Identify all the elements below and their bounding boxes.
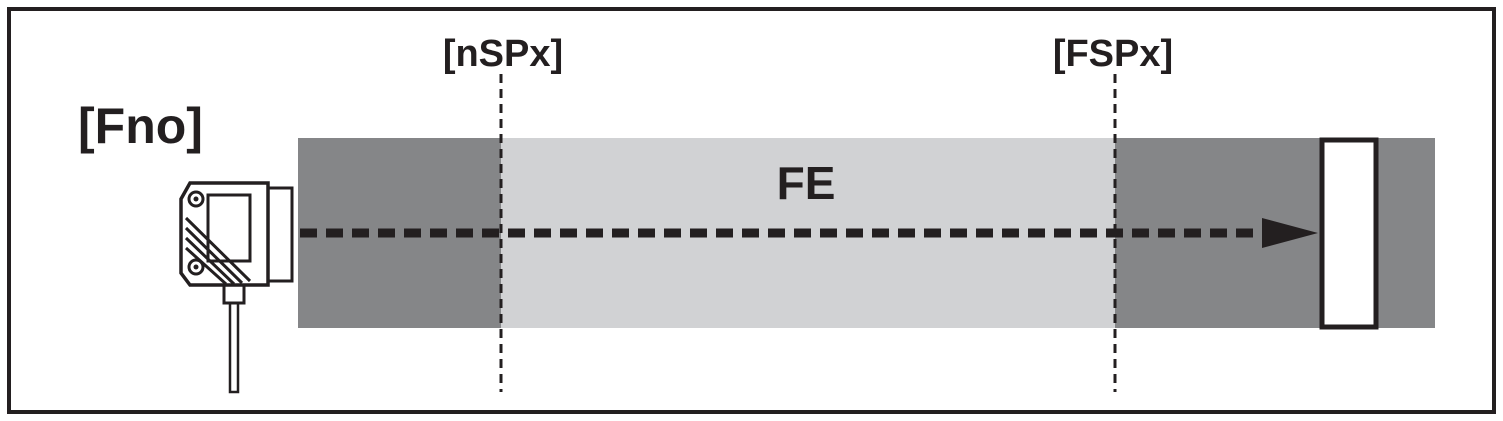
near-setpoint-label: [nSPx] (443, 33, 563, 75)
mode-label: [Fno] (78, 98, 203, 154)
light-beam-arrow-icon (300, 218, 1318, 248)
target-object-icon (1319, 137, 1379, 330)
photoelectric-sensor-icon (179, 181, 294, 394)
far-setpoint-label: [FSPx] (1053, 33, 1173, 75)
switching-window-label: FE (777, 157, 836, 209)
